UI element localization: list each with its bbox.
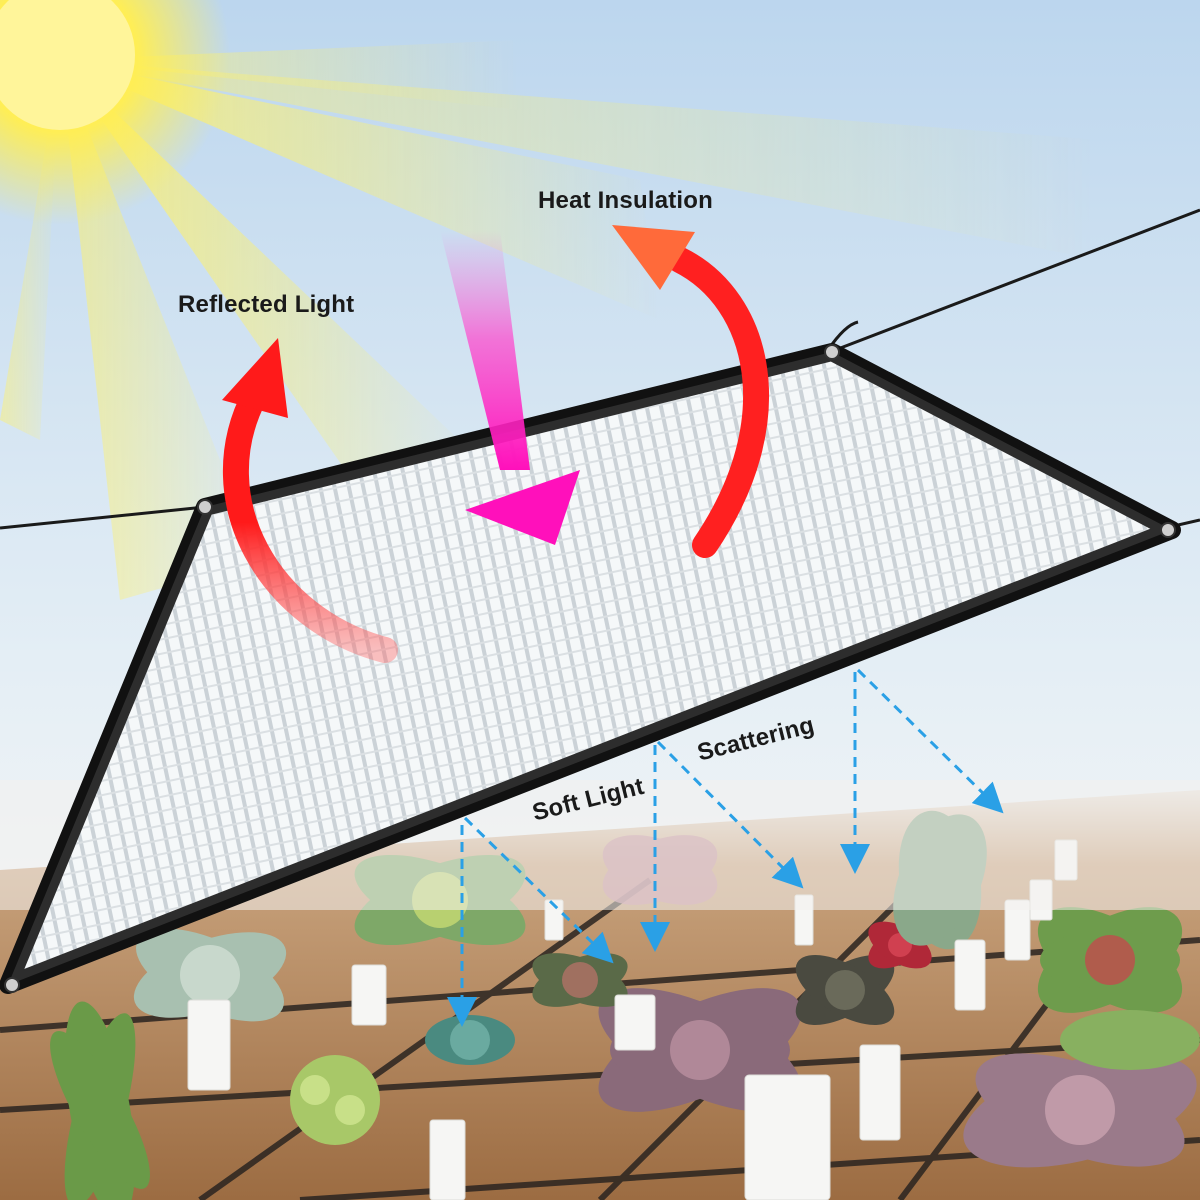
support-rope	[0, 208, 1200, 530]
sun-icon	[0, 0, 230, 225]
curved-arrow-up-icon	[612, 225, 769, 558]
shade-net	[0, 343, 1181, 994]
dashed-arrow-icon	[447, 668, 1004, 1027]
reflected-light-label: Reflected Light	[178, 291, 355, 318]
curved-arrow-up-icon	[222, 338, 398, 663]
arrow-down-icon	[440, 230, 580, 545]
heat-insulation-label: Heat Insulation	[538, 187, 714, 214]
